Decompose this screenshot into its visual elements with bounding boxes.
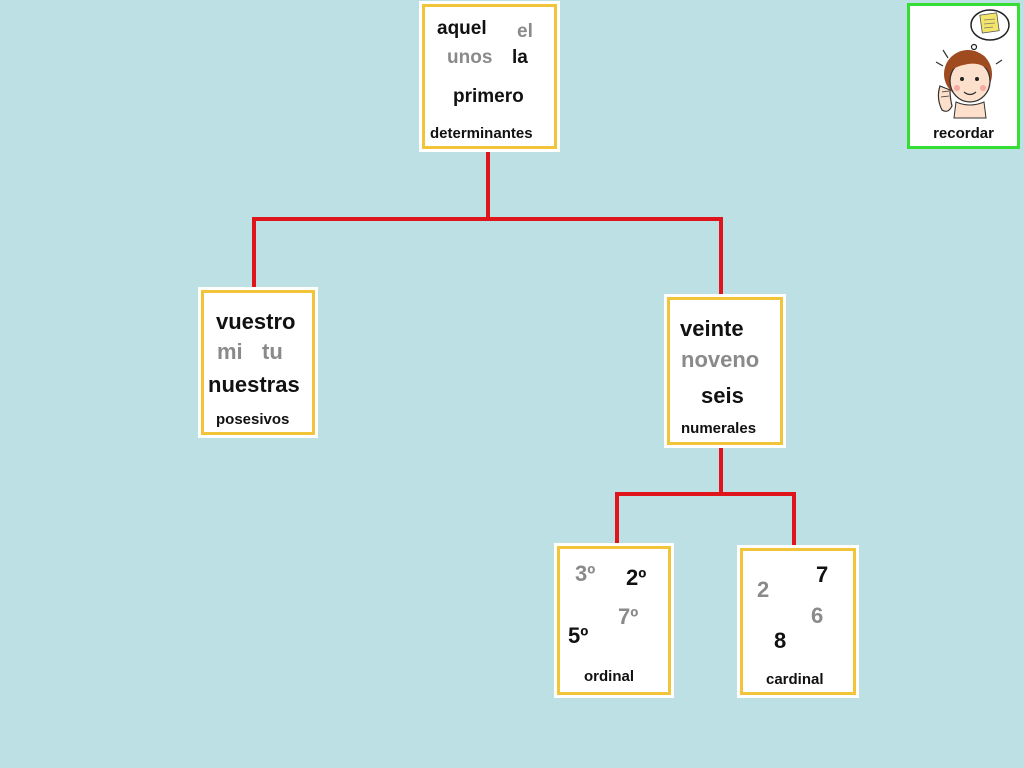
node-label-numerales: numerales — [681, 420, 757, 437]
word-el: el — [517, 21, 533, 42]
word-2: 2 — [757, 577, 770, 602]
word-7: 7 — [816, 562, 829, 587]
word-mi: mi — [217, 339, 243, 364]
word-2o: 2º — [626, 565, 647, 590]
word-veinte: veinte — [680, 316, 744, 341]
word-6: 6 — [811, 603, 824, 628]
word-noveno: noveno — [681, 347, 760, 372]
word-3o: 3º — [575, 561, 596, 586]
node-cardinal[interactable]: 7 2 6 8 cardinal — [740, 548, 856, 695]
thinking-person-icon — [935, 9, 1010, 119]
node-ordinal[interactable]: 3º 2º 5º 7º ordinal — [557, 546, 671, 695]
word-unos: unos — [447, 47, 493, 68]
node-label-ordinal: ordinal — [584, 668, 635, 685]
connector-numerales-children — [615, 444, 796, 550]
remember-label: recordar — [933, 125, 994, 142]
word-tu: tu — [262, 339, 283, 364]
remember-button[interactable]: recordar — [907, 3, 1020, 149]
node-posesivos[interactable]: vuestro mi tu nuestras posesivos — [201, 290, 315, 435]
node-label-determinantes: determinantes — [430, 125, 533, 142]
word-la: la — [512, 47, 528, 68]
node-label-cardinal: cardinal — [766, 671, 824, 688]
node-numerales[interactable]: veinte noveno seis numerales — [667, 297, 783, 445]
node-determinantes[interactable]: aquel el unos la primero determinantes — [422, 4, 557, 149]
connector-determinantes-children — [252, 148, 723, 299]
word-aquel: aquel — [437, 18, 487, 39]
word-7o: 7º — [618, 604, 639, 629]
word-nuestras: nuestras — [208, 372, 300, 397]
word-primero: primero — [453, 86, 524, 107]
word-8: 8 — [774, 628, 787, 653]
node-label-posesivos: posesivos — [216, 411, 290, 428]
word-seis: seis — [701, 383, 744, 408]
word-5o: 5º — [568, 623, 589, 648]
word-vuestro: vuestro — [216, 309, 296, 334]
